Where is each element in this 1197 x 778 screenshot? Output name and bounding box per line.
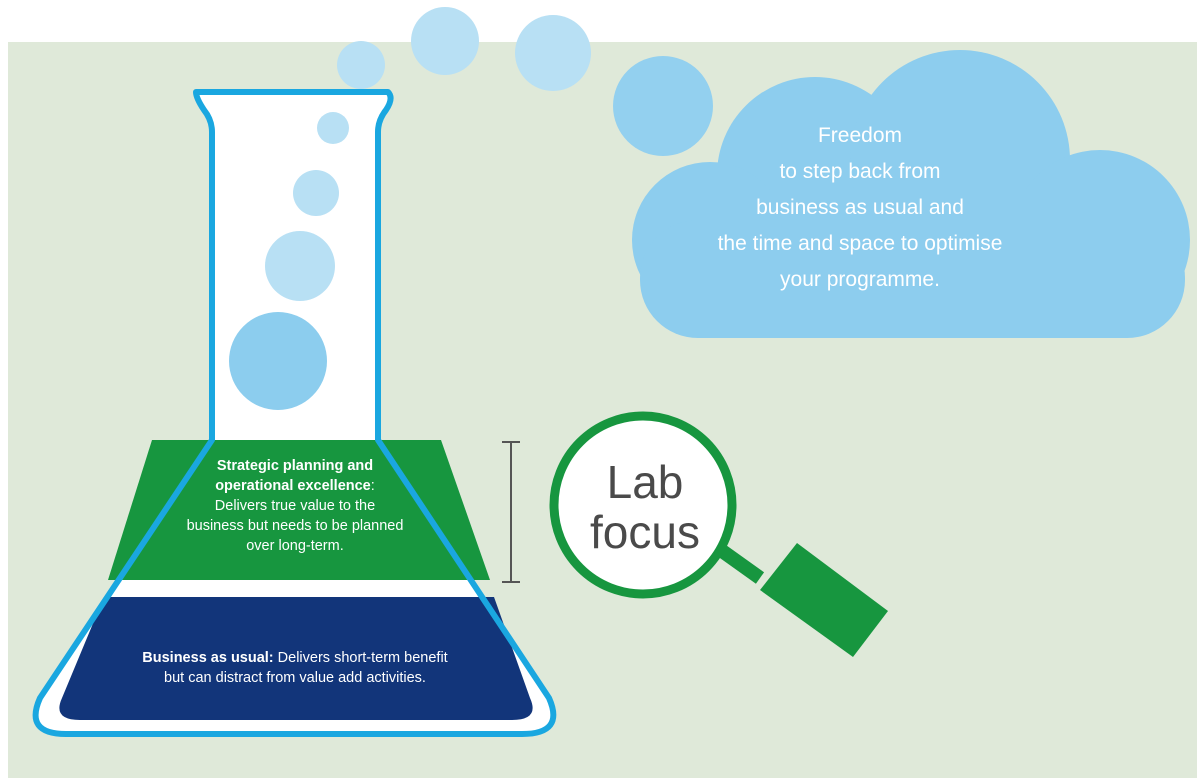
- lab-focus-label: Lab focus: [560, 457, 730, 557]
- cloud-text: Freedom to step back from business as us…: [640, 118, 1080, 298]
- float-bubble-2: [411, 7, 479, 75]
- strategic-title-line-2: operational excellence: [215, 478, 371, 494]
- thought-cloud: [632, 50, 1190, 338]
- strategic-body-line-1: Delivers true value to the: [214, 498, 376, 514]
- bau-line-1: Business as usual: Delivers short-term b…: [90, 648, 500, 668]
- strategic-title-colon: :: [370, 478, 375, 494]
- focus-bracket: [502, 441, 520, 583]
- cloud-line-4: the time and space to optimise: [717, 232, 1003, 255]
- strategic-title-line-1: Strategic planning and: [216, 458, 374, 474]
- flask-outline: [32, 89, 557, 737]
- cloud-line-3: business as usual and: [756, 196, 964, 219]
- bau-title: Business as usual:: [142, 650, 274, 666]
- cloud-line-1: Freedom: [817, 124, 903, 147]
- float-bubble-1: [337, 41, 385, 89]
- flask-bubble-4: [229, 312, 327, 410]
- cloud-line-2: to step back from: [779, 160, 941, 183]
- flask-bubble-2: [293, 170, 339, 216]
- bau-text: Business as usual: Delivers short-term b…: [90, 648, 500, 688]
- magnifier-lens: [549, 411, 737, 599]
- strategic-body-line-2: business but needs to be planned: [186, 518, 404, 534]
- cloud-line-5: your programme.: [780, 268, 940, 291]
- bau-body-line-2: but can distract from value add activiti…: [164, 670, 426, 686]
- flask-bubble-1: [317, 112, 349, 144]
- lab-focus-line-2: focus: [590, 506, 700, 558]
- bau-body-line-1: Delivers short-term benefit: [273, 650, 448, 666]
- float-bubble-4: [613, 56, 713, 156]
- strategic-text: Strategic planning and operational excel…: [130, 456, 460, 556]
- flask-bubble-3: [265, 231, 335, 301]
- strategic-title-line-2-wrap: operational excellence:: [130, 476, 460, 496]
- strategic-body-line-3: over long-term.: [246, 538, 344, 554]
- bau-band: [59, 597, 533, 720]
- strategic-band: [108, 440, 490, 580]
- float-bubble-3: [515, 15, 591, 91]
- lab-focus-line-1: Lab: [606, 456, 684, 508]
- magnifier-handle: [713, 542, 888, 657]
